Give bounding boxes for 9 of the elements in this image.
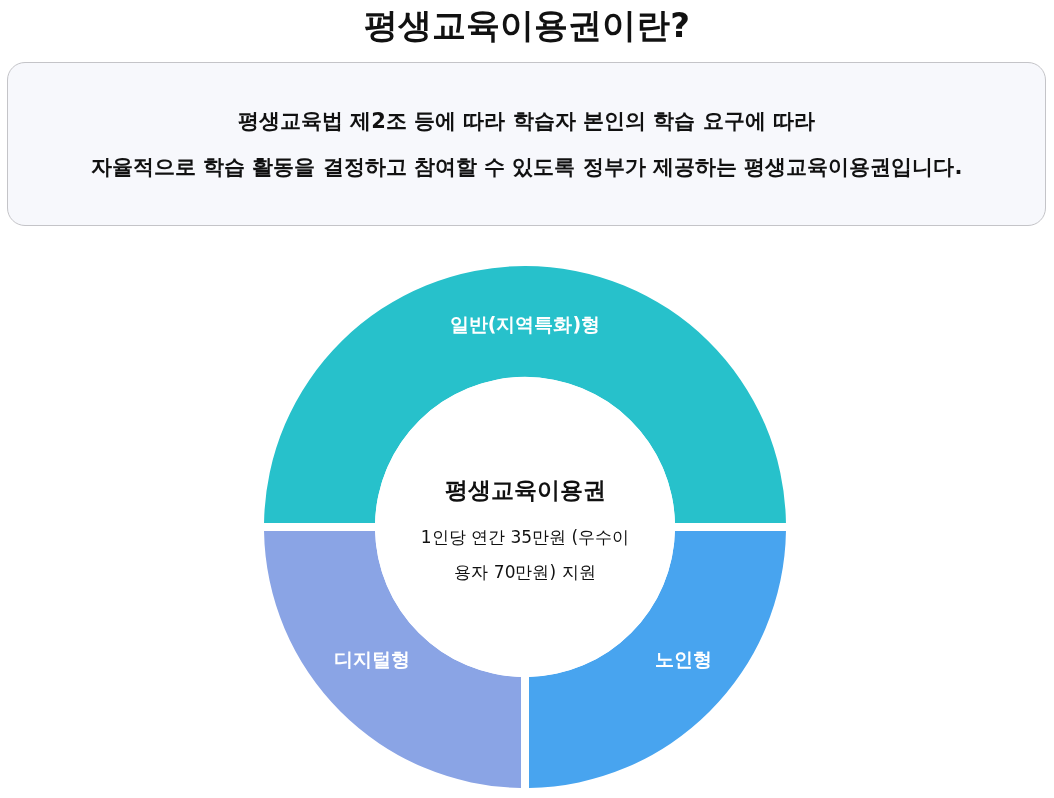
title: 평생교육이용권이란? — [363, 4, 691, 47]
center-heading: 평생교육이용권 — [443, 476, 607, 505]
segment-label: 노인형 — [654, 647, 712, 672]
description-text: 자율적으로 학습 활동을 결정하고 참여할 수 있도록 정부가 제공하는 평생교육이용권입니다. — [90, 154, 963, 181]
segment-label: 일반(지역특화)형 — [449, 312, 601, 337]
center-text: 1인당 연간 35만원 (우수이용자 70만원) 지원 — [419, 526, 631, 584]
description-box — [7, 62, 1046, 226]
description-text: 평생교육법 제2조 등에 따라 학습자 본인의 학습 요구에 따라 — [237, 108, 816, 135]
segment-label: 디지털형 — [334, 647, 410, 672]
